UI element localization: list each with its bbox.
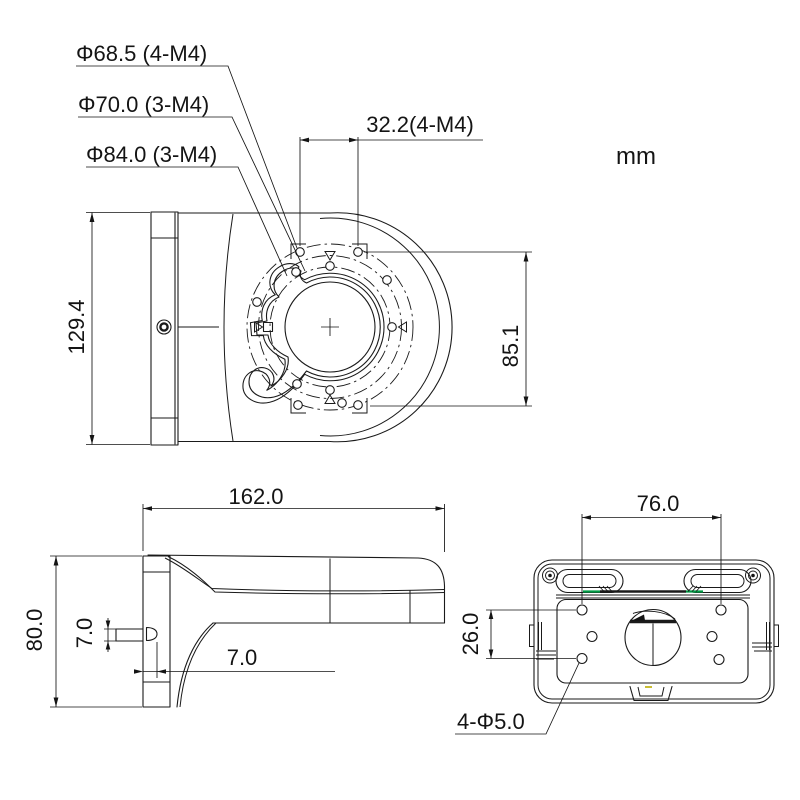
callout-4-phi-5-0-label: 4-Φ5.0 xyxy=(457,709,525,734)
dimension-26-0: 26.0 xyxy=(458,609,576,659)
keyhole-slot-outline-outer xyxy=(242,263,385,404)
slot-boss-right xyxy=(683,568,752,594)
dimension-76-0: 76.0 xyxy=(581,491,722,604)
corner-screw-left xyxy=(542,567,558,584)
keyhole-slot-outline xyxy=(248,267,381,399)
dim-32-2-label: 32.2(4-M4) xyxy=(366,112,474,137)
seal-band xyxy=(556,585,750,599)
cable-hole xyxy=(624,608,682,667)
dimension-162-0: 162.0 xyxy=(142,484,445,552)
callout-phi-84-0: Φ84.0 (3-M4) xyxy=(86,142,217,167)
locking-pin xyxy=(115,626,158,642)
wall-plate-top-view xyxy=(150,211,219,446)
diameter-callouts: Φ68.5 (4-M4) Φ70.0 (3-M4) Φ84.0 (3-M4) xyxy=(76,41,306,277)
dim-76-0-label: 76.0 xyxy=(637,491,680,516)
callout-phi-68-5: Φ68.5 (4-M4) xyxy=(76,41,207,66)
dimension-85-1: 85.1 xyxy=(364,251,532,407)
dimension-32-2: 32.2(4-M4) xyxy=(299,112,483,246)
base-mount-holes xyxy=(576,604,727,666)
alignment-triangles xyxy=(254,251,407,404)
head-body-outline xyxy=(177,212,453,443)
corner-screw-right xyxy=(745,567,761,584)
callout-4-phi-5-0: 4-Φ5.0 xyxy=(455,662,580,735)
side-view: 162.0 80.0 7.0 7.0 xyxy=(22,484,446,708)
side-clip-right xyxy=(752,622,779,652)
dim-7-0-offset-label: 7.0 xyxy=(227,645,258,670)
dim-85-1-label: 85.1 xyxy=(498,325,523,368)
dimension-80-0: 80.0 xyxy=(22,555,142,708)
dimension-7-0-offset: 7.0 xyxy=(134,642,335,678)
mounting-plate xyxy=(242,243,414,414)
top-view: 129.4 85.1 32.2(4-M4) Φ68.5 (4-M4) Φ70.0… xyxy=(64,41,532,446)
slot-boss-left xyxy=(555,568,624,594)
square-hole xyxy=(262,321,274,333)
screw-holes xyxy=(252,247,397,410)
center-cross xyxy=(321,318,339,336)
units-label: mm xyxy=(616,143,656,170)
dim-80-0-label: 80.0 xyxy=(22,609,47,652)
dim-7-0-pin-label: 7.0 xyxy=(72,618,97,649)
dim-26-0-label: 26.0 xyxy=(458,613,483,656)
bottom-latch-notch xyxy=(629,685,673,702)
dim-129-4-label: 129.4 xyxy=(64,299,89,354)
inner-mount-plate xyxy=(556,598,749,684)
dim-162-0-label: 162.0 xyxy=(228,484,283,509)
side-clip-left xyxy=(529,622,556,660)
dimension-129-4: 129.4 xyxy=(64,212,150,445)
bracket-outline xyxy=(115,554,446,708)
back-view: 76.0 26.0 4-Φ5.0 xyxy=(455,491,779,735)
callout-phi-70-0: Φ70.0 (3-M4) xyxy=(78,92,209,117)
dimension-7-0-pin: 7.0 xyxy=(72,618,116,652)
corner-brackets xyxy=(290,243,368,414)
base-housing xyxy=(529,559,779,704)
